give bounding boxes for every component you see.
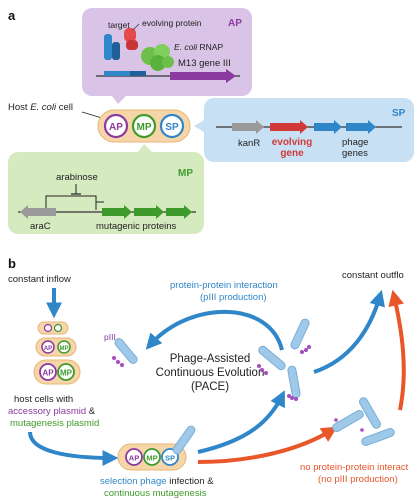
infection-line: selection phage infection & [100,476,214,487]
phage-gene-arrow-1 [314,120,342,134]
outflow-orange-arrow [388,289,406,411]
svg-text:MP: MP [60,369,73,378]
incoming-phage-icon [172,425,196,455]
rnap-icon [141,44,174,71]
arac-label: araC [30,221,51,232]
host-cells-stack: AP MP AP MP [33,321,81,385]
kanr-label: kanR [238,138,260,149]
phage-with-piii-left [112,338,138,367]
mutagenic-arrow-2 [134,205,164,219]
outflow-blue-arrow [313,289,385,374]
ap-plasmid-label: AP [109,122,123,133]
no-ppi-arrow [197,426,338,464]
svg-text:AP: AP [42,369,54,378]
svg-text:MP: MP [146,454,157,463]
svg-text:AP: AP [129,454,139,463]
continuous-mutagenesis-label: continuous mutagenesis [104,488,207,499]
phage-group-upper [257,318,311,401]
sp-callout: SP kanR evolving gene phage genes [194,98,414,162]
panel-a-letter: a [8,8,16,23]
target-protein-icon [104,34,112,60]
gene-iii-label: M13 gene III [178,58,231,69]
pace-title-3: (PACE) [191,381,229,393]
evolving-gene-label-1: evolving [272,137,313,148]
pace-title-1: Phage-Assisted [170,353,251,365]
ppi-loop-arrow [145,309,284,351]
sp-plasmid-label: SP [165,122,179,133]
gene-iii-arrow [170,69,236,83]
target-label: target [108,20,130,30]
mp-callout: MP arabinose araC mutagenic proteins [8,144,204,234]
mutagenesis-plasmid-label: mutagenesis plasmid [10,418,99,429]
host-cell: AP MP SP [97,109,191,143]
arabinose-label: arabinose [56,172,98,183]
sp-box [204,98,414,162]
phage-genes-label-1: phage [342,137,368,148]
mutagenic-label: mutagenic proteins [96,221,177,232]
constant-outflow-label: constant outflo [342,270,404,281]
accessory-plasmid-line: accessory plasmid & [8,406,96,417]
no-ppi-label-1: no protein-protein interact [300,462,409,473]
host-cell-label: Host E. coli cell [8,102,73,113]
ppi-label-1: protein-protein interaction [170,280,278,291]
evolving-gene-label-2: gene [280,148,304,159]
to-infection-arrow [28,431,119,466]
svg-text:AP: AP [44,346,52,352]
ppi-label-2: (pIII production) [200,292,267,303]
ap-plasmid-icon [103,113,129,139]
constant-inflow-label: constant inflow [8,274,71,285]
sp-plasmid-icon [159,113,185,139]
mutagenic-arrow-1 [102,205,132,219]
pace-title-2: Continuous Evolution [156,367,265,379]
phage-genes-label-2: genes [342,148,368,159]
infected-cell: AP MP SP [117,425,196,471]
mp-tag: MP [178,168,193,179]
svg-text:SP: SP [165,454,175,463]
panel-b-letter: b [8,256,16,271]
phage-group-lower [332,397,395,446]
mp-plasmid-icon [131,113,157,139]
ap-callout: AP target evolving protein E. coli RNAP … [82,8,252,104]
rnap-label: E. coli RNAP [174,42,223,52]
ap-tag: AP [228,18,242,29]
piii-label: pIII [104,332,116,342]
evolving-gene-arrow [270,120,308,134]
evolving-protein-icon [124,28,136,42]
no-ppi-label-2: (no pIII production) [318,474,398,485]
phage-gene-arrow-2 [346,120,376,134]
arac-arrow [20,205,56,219]
host-cells-with-label: host cells with [14,394,73,405]
mutagenic-arrow-3 [166,205,192,219]
evolving-protein-label: evolving protein [142,18,202,28]
mp-plasmid-label: MP [137,122,152,133]
kanr-arrow [232,120,264,134]
svg-text:MP: MP [60,346,69,352]
sp-tag: SP [392,108,406,119]
to-ppi-arrow [197,390,285,454]
